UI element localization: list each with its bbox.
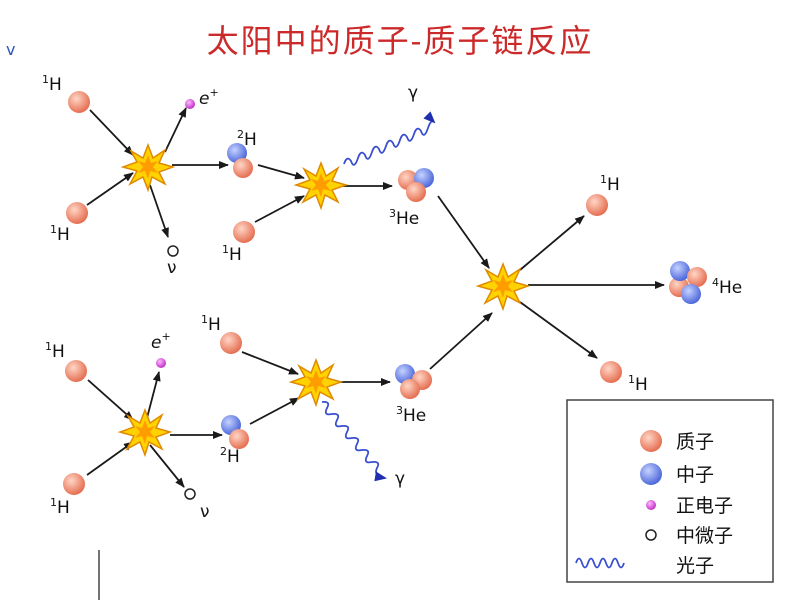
label-positron: e+	[199, 86, 219, 109]
bottom-branch: 1H 1H e+ ν 1H 2H γ 3He	[45, 312, 493, 522]
final-arrows	[519, 215, 665, 359]
label-h2: 2H	[220, 445, 240, 467]
neutrino-icon	[167, 245, 179, 257]
proton-icon	[233, 221, 255, 243]
helium3-nucleus	[398, 168, 434, 202]
label-neutrino: ν	[200, 502, 210, 522]
deuterium-nucleus	[227, 143, 253, 178]
final-reaction: 1H 4He 1H	[477, 173, 742, 395]
label-h2: 2H	[237, 128, 257, 150]
label-he3: 3He	[396, 404, 426, 426]
deuterium-nucleus	[221, 415, 249, 449]
collision-flash-icon	[119, 409, 171, 456]
proton-icon	[66, 202, 88, 224]
label-h1: 1H	[628, 373, 648, 395]
label-gamma: γ	[408, 83, 418, 103]
positron-icon	[646, 500, 656, 510]
label-h1: 1H	[42, 73, 62, 95]
proton-icon	[233, 158, 253, 178]
bottom-arrows	[86, 312, 493, 488]
label-h1: 1H	[45, 340, 65, 362]
proton-icon	[400, 379, 420, 399]
label-positron: e+	[151, 330, 171, 353]
collision-flash-icon	[295, 162, 347, 209]
neutron-icon	[640, 463, 662, 485]
proton-icon	[63, 473, 85, 495]
proton-icon	[640, 430, 662, 452]
neutron-icon	[681, 284, 701, 304]
top-arrows	[86, 107, 490, 269]
proton-icon	[220, 332, 242, 354]
label-he3: 3He	[389, 207, 419, 229]
gamma-photon	[321, 400, 387, 482]
label-he4: 4He	[712, 276, 742, 298]
neutrino-icon	[184, 488, 196, 500]
proton-icon	[687, 267, 707, 287]
proton-icon	[600, 361, 622, 383]
proton-icon	[229, 429, 249, 449]
photon-wave-icon	[321, 400, 387, 482]
helium4-nucleus	[669, 261, 707, 304]
helium3-nucleus	[395, 364, 432, 399]
legend-label: 中微子	[676, 525, 733, 547]
positron-icon	[185, 99, 195, 109]
page-title: 太阳中的质子-质子链反应	[206, 22, 594, 60]
legend: 质子 中子 正电子 中微子 光子	[566, 399, 774, 583]
collision-flash-icon	[290, 359, 342, 406]
proton-icon	[406, 182, 426, 202]
proton-icon	[68, 91, 90, 113]
neutrino-icon	[645, 529, 657, 541]
legend-label: 光子	[676, 555, 714, 577]
neutron-icon	[227, 143, 247, 163]
label-h1: 1H	[201, 313, 221, 335]
legend-label: 中子	[676, 464, 714, 486]
legend-label: 质子	[676, 431, 714, 453]
proton-icon	[65, 360, 87, 382]
top-branch: 1H 1H e+ ν 2H 1H γ 3He	[42, 73, 490, 278]
label-h1: 1H	[600, 173, 620, 195]
label-neutrino: ν	[167, 258, 177, 278]
proton-icon	[586, 194, 608, 216]
label-h1: 1H	[50, 223, 70, 245]
legend-box	[566, 399, 774, 583]
label-h1: 1H	[222, 243, 242, 265]
photon-wave-icon	[343, 111, 436, 166]
corner-mark: v	[6, 40, 16, 59]
gamma-photon	[343, 111, 436, 166]
positron-icon	[156, 358, 166, 368]
label-gamma: γ	[395, 469, 405, 489]
neutron-icon	[670, 261, 690, 281]
legend-label: 正电子	[676, 495, 733, 517]
photon-icon	[575, 557, 625, 569]
label-h1: 1H	[50, 496, 70, 518]
